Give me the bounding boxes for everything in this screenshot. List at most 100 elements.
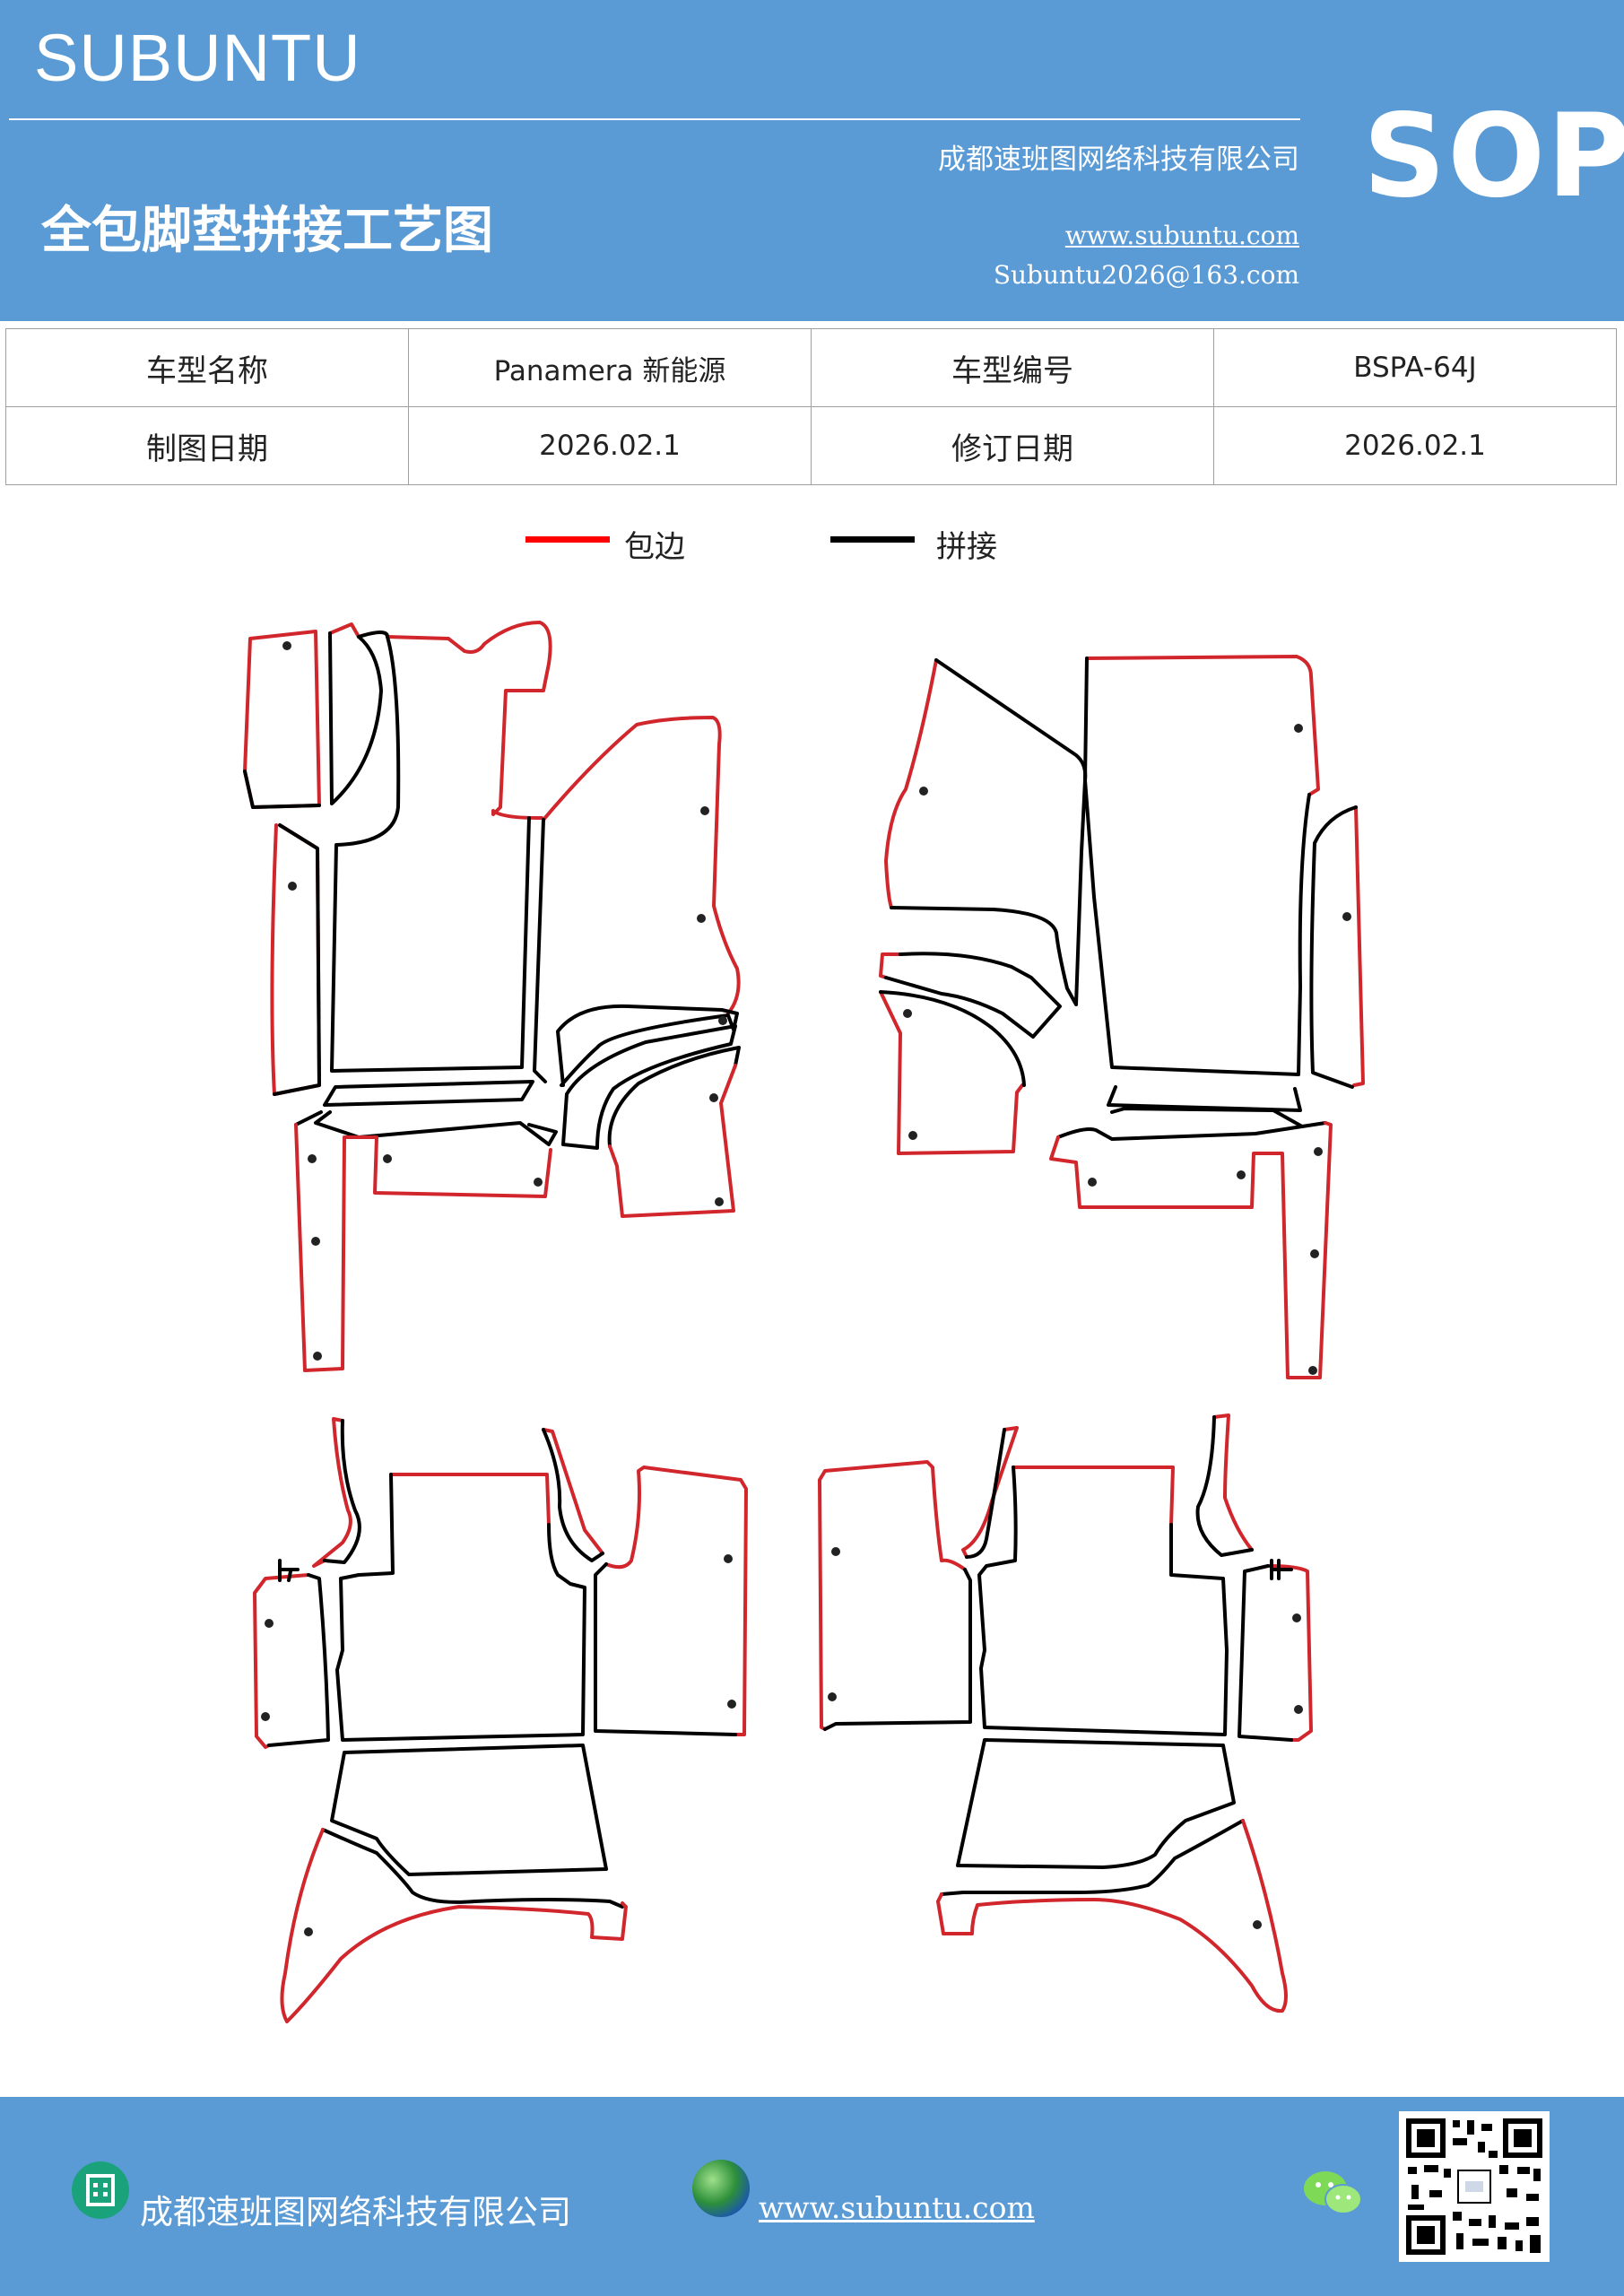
fastener-hole — [282, 641, 291, 650]
mat-piece — [312, 1417, 352, 1568]
mat-piece — [323, 1419, 361, 1564]
mat-piece — [335, 1473, 586, 1742]
mat-piece — [594, 1562, 737, 1736]
label-draw-date: 制图日期 — [5, 406, 409, 485]
fastener-hole — [261, 1712, 270, 1721]
fastener-hole — [828, 1692, 837, 1701]
footer-company-name: 成都速班图网络科技有限公司 — [140, 2193, 571, 2231]
mat-piece — [940, 1819, 1245, 1896]
mat-piece — [879, 990, 1024, 1155]
mat-piece — [1309, 805, 1358, 1089]
table-row: 车型名称 Panamera 新能源 车型编号 BSPA-64J — [5, 328, 1617, 407]
legend-swatch-edging — [525, 536, 610, 543]
mat-piece — [533, 818, 547, 1083]
fastener-hole — [1294, 1705, 1303, 1714]
value-draw-date: 2026.02.1 — [408, 406, 812, 485]
fastener-hole — [383, 1154, 392, 1163]
qr-code — [1399, 2111, 1550, 2262]
mat-piece — [386, 621, 552, 820]
mat-piece — [884, 952, 1062, 1039]
mat-piece — [294, 1123, 552, 1372]
fastener-hole — [727, 1700, 736, 1709]
globe-icon — [692, 2160, 750, 2217]
mat-piece — [267, 1573, 330, 1747]
mat-piece — [1056, 1125, 1304, 1141]
legend: 包边 拼接 — [0, 527, 1624, 572]
sop-badge: SOP — [1363, 90, 1624, 223]
fastener-hole — [697, 914, 706, 923]
value-revision-date: 2026.02.1 — [1213, 406, 1617, 485]
label-revision-date: 修订日期 — [811, 406, 1214, 485]
header-banner: SUBUNTU 成都速班图网络科技有限公司 全包脚垫拼接工艺图 www.subu… — [0, 0, 1624, 321]
mat-piece — [884, 658, 938, 909]
mat-piece — [1110, 1107, 1327, 1128]
mat-front-left — [243, 621, 741, 1372]
fastener-hole — [700, 806, 709, 815]
brand-name: SUBUNTU — [34, 21, 361, 95]
mat-piece — [270, 823, 321, 1096]
vehicle-info-table: 车型名称 Panamera 新能源 车型编号 BSPA-64J 制图日期 202… — [5, 328, 1617, 485]
fastener-hole — [724, 1554, 733, 1563]
wechat-icon[interactable] — [1302, 2167, 1365, 2221]
mat-piece — [328, 622, 360, 639]
mat-piece — [556, 1004, 739, 1087]
mat-rear-right — [818, 1413, 1313, 2013]
mat-rear-left — [253, 1417, 748, 2023]
mat-front-right — [879, 655, 1365, 1379]
mat-piece — [561, 1024, 737, 1150]
fastener-hole — [1294, 724, 1303, 733]
mat-piece — [1352, 805, 1365, 1087]
fastener-hole — [1088, 1178, 1097, 1187]
mat-piece — [330, 631, 531, 1073]
fastener-hole — [1237, 1170, 1246, 1179]
mat-piece — [879, 990, 1026, 1087]
fastener-hole — [715, 1197, 724, 1206]
mat-piece — [273, 823, 321, 1096]
company-name: 成都速班图网络科技有限公司 — [938, 144, 1299, 176]
page-title: 全包脚垫拼接工艺图 — [41, 202, 493, 260]
mat-piece — [542, 1428, 604, 1562]
fastener-hole — [308, 1154, 317, 1163]
fastener-hole — [304, 1927, 313, 1936]
mat-piece — [243, 770, 321, 809]
fastener-hole — [311, 1237, 320, 1246]
fastener-hole — [313, 1352, 322, 1361]
mat-piece — [936, 1819, 1288, 2013]
footer-website-link[interactable]: www.subuntu.com — [759, 2190, 1035, 2225]
floor-mat-diagram — [243, 621, 1365, 2023]
mat-piece — [243, 630, 321, 809]
mat-piece — [314, 1110, 558, 1146]
mat-piece — [280, 1828, 628, 2023]
fastener-hole — [709, 1093, 718, 1102]
mat-piece — [1195, 1415, 1254, 1557]
mat-piece — [389, 1473, 551, 1526]
fastener-hole — [1342, 912, 1351, 921]
mat-piece — [1085, 655, 1320, 796]
mat-piece — [323, 1080, 534, 1107]
fastener-hole — [903, 1009, 912, 1018]
email-address: Subuntu2026@163.com — [993, 260, 1299, 290]
website-link[interactable]: www.subuntu.com — [1064, 221, 1299, 250]
mat-piece — [1107, 1085, 1302, 1112]
footer-banner: 成都速班图网络科技有限公司 www.subuntu.com — [0, 2097, 1624, 2296]
value-model-code: BSPA-64J — [1213, 328, 1617, 407]
fastener-hole — [1308, 1366, 1317, 1375]
mat-piece — [321, 1828, 624, 1909]
mat-piece — [294, 1110, 323, 1126]
mat-piece — [328, 631, 383, 805]
mat-piece — [604, 1465, 748, 1736]
fastener-hole — [288, 882, 297, 891]
fastener-hole — [534, 1178, 543, 1187]
legend-label-seam: 拼接 — [936, 529, 997, 565]
mat-piece — [1238, 1564, 1293, 1742]
legend-label-edging: 包边 — [624, 529, 685, 565]
mat-piece — [879, 952, 902, 979]
mat-piece — [1083, 657, 1311, 1076]
mat-piece — [965, 1428, 1006, 1559]
fastener-hole — [831, 1547, 840, 1556]
fastener-hole — [1314, 1147, 1323, 1156]
mat-piece — [823, 1568, 972, 1731]
mat-piece — [608, 1064, 737, 1218]
fastener-hole — [1310, 1249, 1319, 1258]
legend-swatch-seam — [830, 536, 915, 543]
